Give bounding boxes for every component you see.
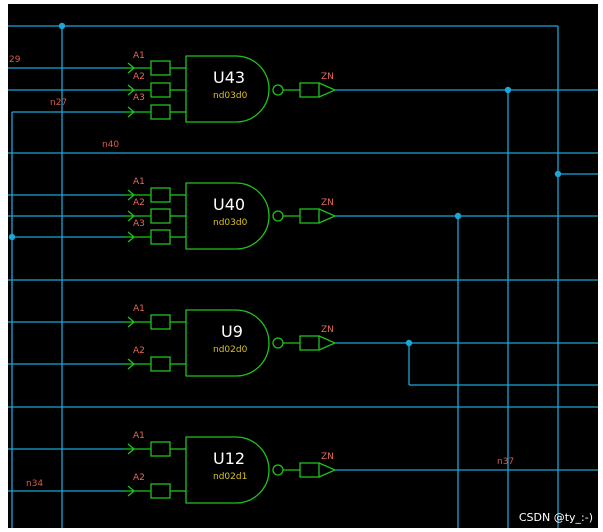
inverter-bubble: [272, 337, 284, 349]
gate-U40[interactable]: A1 A2 A3 ZN U40 nd03d0: [124, 177, 337, 250]
pin-box-ZN[interactable]: [299, 82, 320, 98]
input-arrow: [124, 485, 136, 497]
input-arrow: [124, 443, 136, 455]
pin-box-A2[interactable]: [150, 483, 171, 499]
gate-instance-label: U40: [213, 195, 245, 214]
pin-box-A2[interactable]: [150, 208, 171, 224]
pin-box-A1[interactable]: [150, 187, 171, 203]
output-arrow: [318, 208, 337, 224]
net-label-n37: n37: [497, 457, 514, 467]
pin-label-A2: A2: [133, 346, 145, 356]
net-labels: 29 n27 n40 n37 n34: [9, 55, 514, 489]
inverter-bubble: [272, 464, 284, 476]
gate-instance-label: U9: [221, 322, 243, 341]
junction-dot: [58, 22, 66, 30]
gate-instance-label: U43: [213, 68, 245, 87]
gate-U9[interactable]: A1 A2 ZN U9 nd02d0: [124, 304, 337, 377]
gate-U12[interactable]: A1 A2 ZN U12 nd02d1: [124, 431, 337, 504]
gate-cell-label: nd02d1: [213, 472, 247, 482]
pin-label-ZN: ZN: [321, 325, 334, 335]
nand-gate-body[interactable]: [185, 309, 270, 377]
pin-label-A1: A1: [133, 304, 145, 314]
gate-instance-label: U12: [213, 449, 245, 468]
output-arrow: [318, 462, 337, 478]
inverter-bubble: [272, 210, 284, 222]
pin-box-A3[interactable]: [150, 104, 171, 120]
pin-box-ZN[interactable]: [299, 462, 320, 478]
input-arrow: [124, 106, 136, 118]
junction-dot: [8, 233, 16, 241]
watermark: CSDN @ty_:-): [518, 511, 593, 524]
inverter-bubble: [272, 84, 284, 96]
input-arrow: [124, 316, 136, 328]
nand-gate-body[interactable]: [185, 182, 270, 250]
gate-cell-label: nd03d0: [213, 218, 248, 228]
input-arrow: [124, 358, 136, 370]
output-arrow: [318, 335, 337, 351]
nand-gate-body[interactable]: [185, 436, 270, 504]
pin-box-A1[interactable]: [150, 441, 171, 457]
junction-dot: [454, 212, 462, 220]
gate-U43[interactable]: A1 A2 A3 ZN U43 nd03d0: [124, 51, 337, 123]
gate-cell-label: nd02d0: [213, 345, 248, 355]
net-label-n27: n27: [50, 98, 67, 108]
net-label-n34: n34: [26, 479, 43, 489]
pin-label-A2: A2: [133, 198, 145, 208]
pin-label-A2: A2: [133, 72, 145, 82]
pin-box-A2[interactable]: [150, 82, 171, 98]
pin-box-A1[interactable]: [150, 60, 171, 76]
pin-box-A1[interactable]: [150, 314, 171, 330]
pin-label-A2: A2: [133, 473, 145, 483]
junction-dot: [405, 339, 413, 347]
pin-label-A1: A1: [133, 431, 145, 441]
gate-cell-label: nd03d0: [213, 91, 248, 101]
pin-label-A1: A1: [133, 51, 145, 61]
pin-box-A2[interactable]: [150, 356, 171, 372]
output-arrow: [318, 82, 337, 98]
net-label-29: 29: [9, 55, 21, 65]
pin-box-ZN[interactable]: [299, 208, 320, 224]
net-label-n40: n40: [102, 140, 119, 150]
junction-dot: [504, 86, 512, 94]
pin-label-A3: A3: [133, 219, 145, 229]
pin-box-A3[interactable]: [150, 229, 171, 245]
pin-label-ZN: ZN: [321, 198, 334, 208]
pin-label-A1: A1: [133, 177, 145, 187]
junction-dots: [8, 22, 562, 347]
nand-gate-body[interactable]: [185, 55, 270, 123]
pin-box-ZN[interactable]: [299, 335, 320, 351]
net-wires: [8, 25, 598, 528]
input-arrow: [124, 231, 136, 243]
pin-label-ZN: ZN: [321, 72, 334, 82]
pin-label-ZN: ZN: [321, 452, 334, 462]
pin-label-A3: A3: [133, 93, 145, 103]
junction-dot: [554, 170, 562, 178]
